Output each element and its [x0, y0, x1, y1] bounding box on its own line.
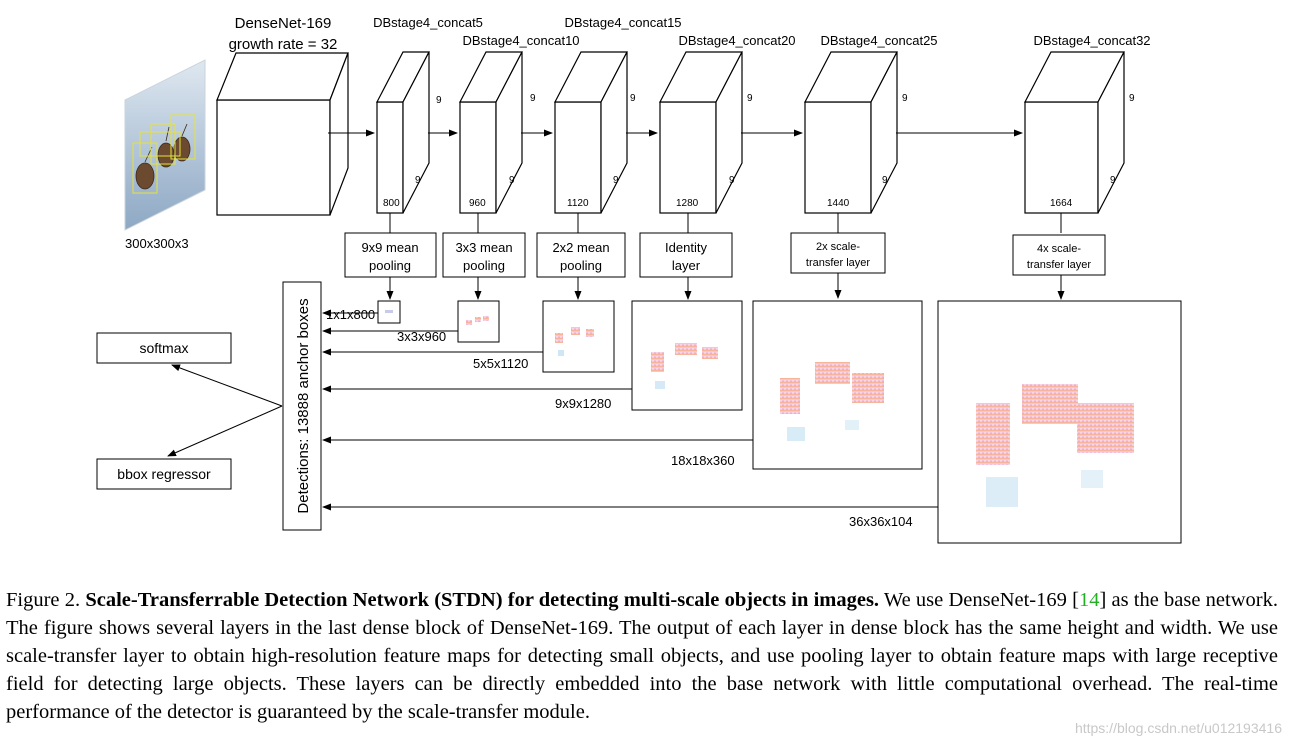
op-box-2 — [442, 232, 526, 278]
op-label-5a: 2x scale- — [816, 241, 860, 253]
stdn-diagram: 300x300x3 DenseNet-169 growth rate = 32 — [96, 15, 1182, 544]
stage-title-6: DBstage4_concat32 — [1033, 33, 1150, 48]
detections-label: Detections: 13888 anchor boxes — [295, 298, 312, 513]
feature-map-6 — [937, 300, 1182, 544]
stage-depth-2: 960 — [469, 198, 486, 209]
op-label-1b: pooling — [369, 258, 411, 273]
feature-map-5 — [752, 300, 923, 470]
caption-text-1: We use DenseNet-169 [ — [879, 589, 1079, 611]
stage-dim-side-5: 9 — [882, 175, 888, 186]
softmax-box — [96, 332, 232, 364]
stage-cube-2 — [459, 51, 523, 214]
feature-map-1 — [377, 300, 401, 324]
stage-dim-side-4: 9 — [729, 175, 735, 186]
stage-title-5: DBstage4_concat25 — [820, 33, 937, 48]
densenet-cube — [216, 52, 349, 216]
op-label-3b: pooling — [560, 258, 602, 273]
feature-map-4 — [631, 300, 743, 411]
detections-box — [282, 281, 322, 531]
stage-depth-5: 1440 — [827, 198, 850, 209]
stage-title-3: DBstage4_concat15 — [564, 15, 681, 30]
op-label-2a: 3x3 mean — [455, 240, 512, 255]
stage-dim-side-6: 9 — [1110, 175, 1116, 186]
stage-title-2: DBstage4_concat10 — [462, 33, 579, 48]
stage-cube-5 — [804, 51, 898, 214]
input-image — [124, 59, 206, 231]
map-size-1: 1x1x800 — [326, 307, 375, 322]
feature-map-3 — [542, 300, 615, 373]
stage-dim-side-1: 9 — [415, 175, 421, 186]
op-label-6a: 4x scale- — [1037, 243, 1081, 255]
op-box-4 — [639, 232, 733, 278]
softmax-label: softmax — [139, 340, 188, 356]
stage-dim-side-3: 9 — [613, 175, 619, 186]
stage-title-4: DBstage4_concat20 — [678, 33, 795, 48]
op-label-5b: transfer layer — [806, 257, 871, 269]
map-size-6: 36x36x104 — [849, 514, 913, 529]
stage-dim-top-2: 9 — [530, 93, 536, 104]
bbox-box — [96, 458, 232, 490]
op-connectors — [389, 213, 1062, 233]
stage-dim-top-3: 9 — [630, 93, 636, 104]
watermark: https://blog.csdn.net/u012193416 — [1074, 720, 1282, 736]
stage-dim-side-2: 9 — [509, 175, 515, 186]
stage-depth-6: 1664 — [1050, 198, 1073, 209]
map-size-5: 18x18x360 — [671, 453, 735, 468]
stage-depth-1: 800 — [383, 198, 400, 209]
stage-cube-1 — [376, 51, 430, 214]
map-size-4: 9x9x1280 — [555, 396, 611, 411]
op-label-1a: 9x9 mean — [361, 240, 418, 255]
bird-icon — [135, 123, 191, 190]
op-box-3 — [536, 232, 626, 278]
caption-prefix: Figure 2. — [6, 589, 86, 611]
stage-dim-top-5: 9 — [902, 93, 908, 104]
head-arrows — [167, 364, 283, 457]
stage-dim-top-1: 9 — [436, 95, 442, 106]
op-label-4a: Identity — [665, 240, 707, 255]
stage-depth-4: 1280 — [676, 198, 699, 209]
detection-arrows — [322, 309, 938, 511]
stage-title-1: DBstage4_concat5 — [373, 15, 483, 30]
caption-text-2: ] as the base network. The figure shows … — [6, 589, 1278, 723]
op-label-4b: layer — [672, 258, 701, 273]
map-size-3: 5x5x1120 — [473, 356, 528, 371]
caption-bold: Scale-Transferrable Detection Network (S… — [85, 589, 880, 611]
figure-caption: Figure 2. Scale-Transferrable Detection … — [6, 586, 1278, 726]
stage-dim-top-6: 9 — [1129, 93, 1135, 104]
stage-cube-4 — [659, 51, 743, 214]
base-title: DenseNet-169 — [235, 15, 332, 32]
op-label-3a: 2x2 mean — [552, 240, 609, 255]
bbox-label: bbox regressor — [117, 466, 211, 482]
feature-map-2 — [457, 300, 500, 343]
op-label-6b: transfer layer — [1027, 259, 1092, 271]
map-arrows — [386, 273, 1065, 300]
base-subtitle: growth rate = 32 — [229, 36, 338, 53]
input-size-label: 300x300x3 — [125, 236, 189, 251]
stage-depth-3: 1120 — [567, 198, 589, 209]
op-box-1 — [344, 232, 437, 278]
map-size-2: 3x3x960 — [397, 329, 446, 344]
stage-dim-top-4: 9 — [747, 93, 753, 104]
stage-cube-6 — [1024, 51, 1125, 214]
op-box-6 — [1012, 234, 1106, 276]
op-label-2b: pooling — [463, 258, 505, 273]
citation-link[interactable]: 14 — [1078, 589, 1100, 611]
stage-cube-3 — [554, 51, 628, 214]
op-box-5 — [790, 232, 886, 274]
